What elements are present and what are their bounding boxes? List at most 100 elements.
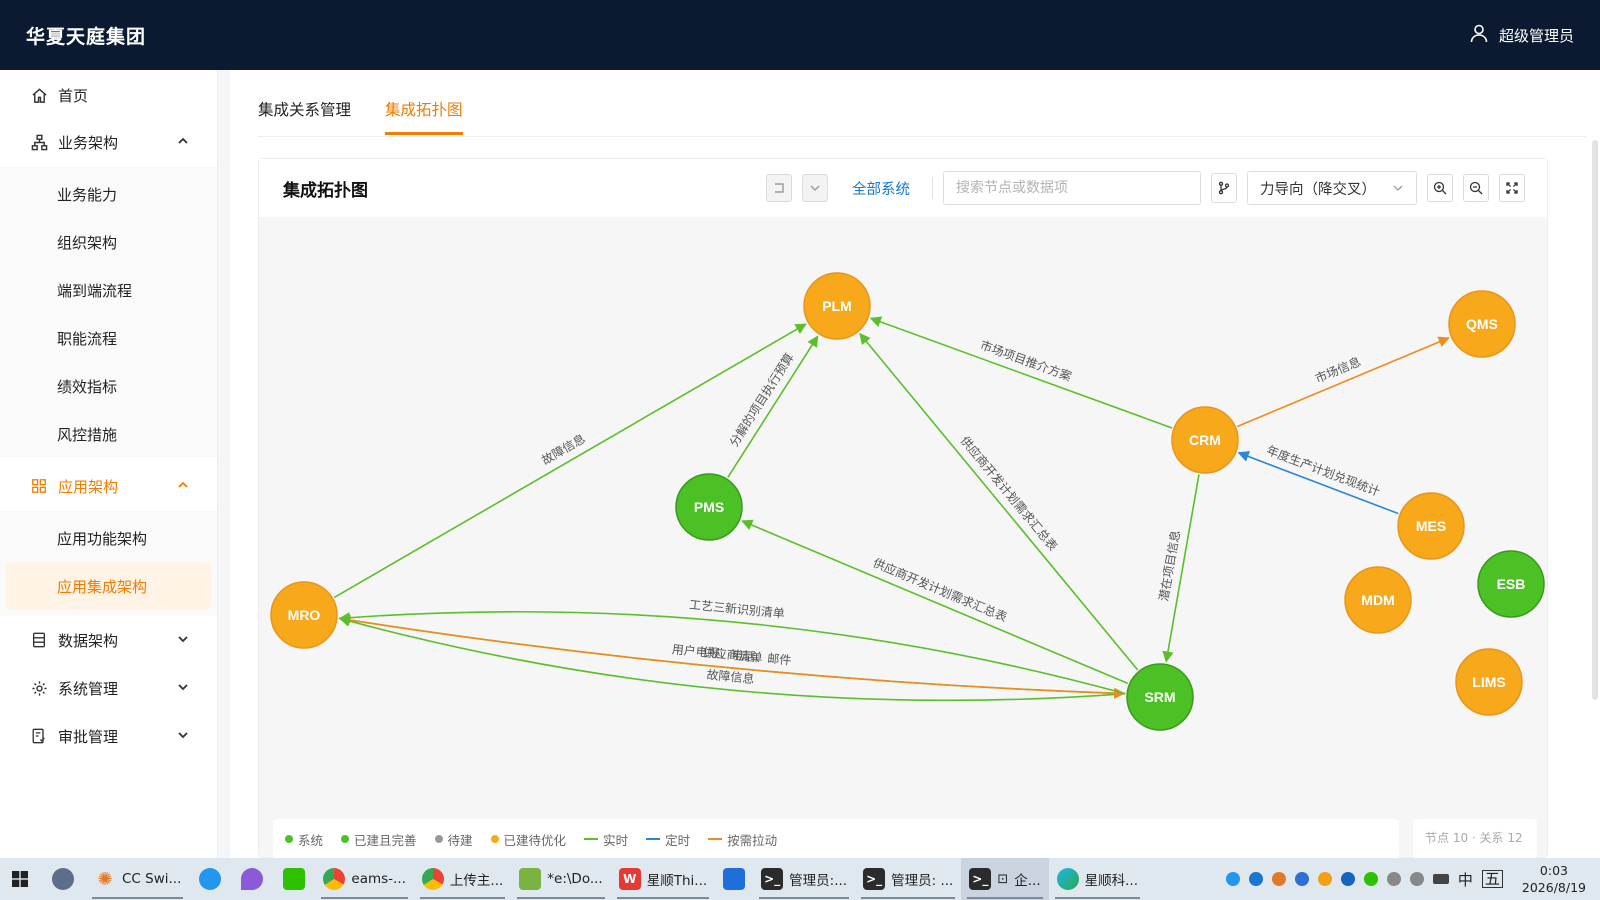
taskbar-app[interactable]: 上传主... [414,858,511,900]
collapse-button[interactable] [766,174,792,202]
search-input[interactable] [943,171,1201,205]
chevron-down-icon [1393,185,1403,191]
sidebar-item-system[interactable]: 系统管理 [0,664,217,712]
node-qms[interactable]: QMS [1448,290,1516,358]
edge-mro-srm[interactable] [338,617,1126,699]
sync-tray-icon[interactable] [1248,872,1263,886]
node-circle[interactable] [1477,550,1545,618]
clock[interactable]: 0:03 2026/8/19 [1522,862,1586,896]
wifi-icon[interactable] [1386,872,1401,886]
edge-mro-plm[interactable] [333,323,807,599]
node-circle[interactable] [1344,566,1412,634]
wechat-tray-icon[interactable] [1363,872,1378,886]
edge-mes-crm[interactable] [1237,451,1399,515]
ime-indicator[interactable]: 中 [1457,870,1473,889]
node-circle[interactable] [803,272,871,340]
graph-toolbar: 全部系统 力导向（降交叉） [766,171,1525,205]
node-circle[interactable] [1171,406,1239,474]
bluetooth-icon[interactable] [1340,872,1355,886]
taskbar-app[interactable] [40,858,86,900]
globe-tray-icon[interactable] [1294,872,1309,886]
node-label: CRM [1189,432,1221,448]
edge-srm-plm[interactable] [859,332,1139,671]
sidebar-subitem[interactable]: 应用功能架构 [57,529,148,548]
taskbar-app[interactable]: >_管理员: ... [855,858,961,900]
sidebar-item-data[interactable]: 数据架构 [0,616,217,664]
branch-button[interactable] [1211,173,1237,203]
taskbar-app[interactable]: *e:\Do... [511,858,610,900]
taskbar-app[interactable]: 星顺科... [1049,858,1146,900]
sidebar-subitem[interactable]: 业务能力 [57,185,118,204]
sidebar-item-business[interactable]: 业务架构 [0,118,217,166]
node-mes[interactable]: MES [1397,492,1465,560]
node-circle[interactable] [1126,663,1194,731]
legend-item: 待建 [434,830,473,849]
window-icon: ⊡ [997,871,1009,887]
taskbar-app[interactable]: ✺CC Swi... [86,858,189,900]
tab-integration-management[interactable]: 集成关系管理 [258,101,352,119]
sidebar-subitem[interactable]: 组织架构 [57,233,118,252]
sidebar-subitem[interactable]: 绩效指标 [57,377,118,396]
edge-srm-mro[interactable] [338,610,1126,695]
legend-label: 系统 [298,832,324,848]
node-lims[interactable]: LIMS [1455,648,1523,716]
taskbar-app[interactable] [715,858,753,900]
node-circle[interactable] [675,473,743,541]
user-menu[interactable]: 超级管理员 [1469,23,1574,47]
start-button[interactable] [0,871,40,887]
grid-icon [30,477,48,495]
taskbar-app[interactable] [273,858,315,900]
node-circle[interactable] [1397,492,1465,560]
node-pms[interactable]: PMS [675,473,743,541]
taskbar-app[interactable]: >_管理员:... [753,858,855,900]
legend-line [708,838,723,840]
taskbar-app[interactable]: >_⊡企... [961,858,1049,900]
node-srm[interactable]: SRM [1126,663,1194,731]
sidebar-item-approval[interactable]: 审批管理 [0,712,217,760]
topology-graph[interactable]: 故障信息分解的项目执行预算市场项目推介方案供应商开发计划需求汇总表供应商开发计划… [259,217,1549,817]
node-circle[interactable] [270,581,338,649]
legend-dot [285,835,293,843]
sidebar-subitem[interactable]: 风控措施 [57,425,118,444]
sidebar-item-application[interactable]: 应用架构 [0,462,217,510]
sidebar-subitem[interactable]: 端到端流程 [57,281,133,300]
docker-tray-icon[interactable] [1225,872,1240,886]
volume-icon[interactable] [1409,872,1424,886]
edge-srm-mro[interactable] [338,615,1126,702]
battery-icon[interactable] [1432,874,1449,884]
all-systems-link[interactable]: 全部系统 [852,181,910,198]
scrollbar[interactable] [1592,140,1598,700]
node-mro[interactable]: MRO [270,581,338,649]
sidebar-subitem-selected[interactable]: 应用集成架构 [6,562,211,610]
edge-srm-pms[interactable] [741,519,1129,685]
taskbar-app[interactable] [189,858,231,900]
edge-label: 市场项目推介方案 [978,337,1073,384]
node-plm[interactable]: PLM [803,272,871,340]
node-circle[interactable] [1455,648,1523,716]
sidebar-item-home[interactable]: 首页 [0,72,217,118]
chevron-down-icon [178,636,188,643]
sidebar-subitem[interactable]: 职能流程 [57,329,118,348]
expand-button[interactable] [802,174,828,202]
chevron-down-icon [178,684,188,691]
node-crm[interactable]: CRM [1171,406,1239,474]
zoom-in-button[interactable] [1427,174,1453,202]
node-circle[interactable] [1448,290,1516,358]
edge-pms-plm[interactable] [727,335,819,478]
zoom-out-button[interactable] [1463,174,1489,202]
card-title: 集成拓扑图 [283,180,368,201]
taskbar-app[interactable] [231,858,273,900]
shield-tray-icon[interactable] [1317,872,1332,886]
node-mdm[interactable]: MDM [1344,566,1412,634]
layout-select[interactable]: 力导向（降交叉） [1247,171,1417,205]
fullscreen-button[interactable] [1499,174,1525,202]
sun-tray-icon[interactable] [1271,872,1286,886]
ime-mode-indicator[interactable]: 五 [1481,870,1503,888]
node-esb[interactable]: ESB [1477,550,1545,618]
edge-crm-srm[interactable] [1162,474,1200,663]
edge-crm-qms[interactable] [1236,336,1450,428]
tab-topology[interactable]: 集成拓扑图 [385,98,463,135]
edge-crm-plm[interactable] [869,316,1173,429]
taskbar-app[interactable]: eams-... [315,858,414,900]
